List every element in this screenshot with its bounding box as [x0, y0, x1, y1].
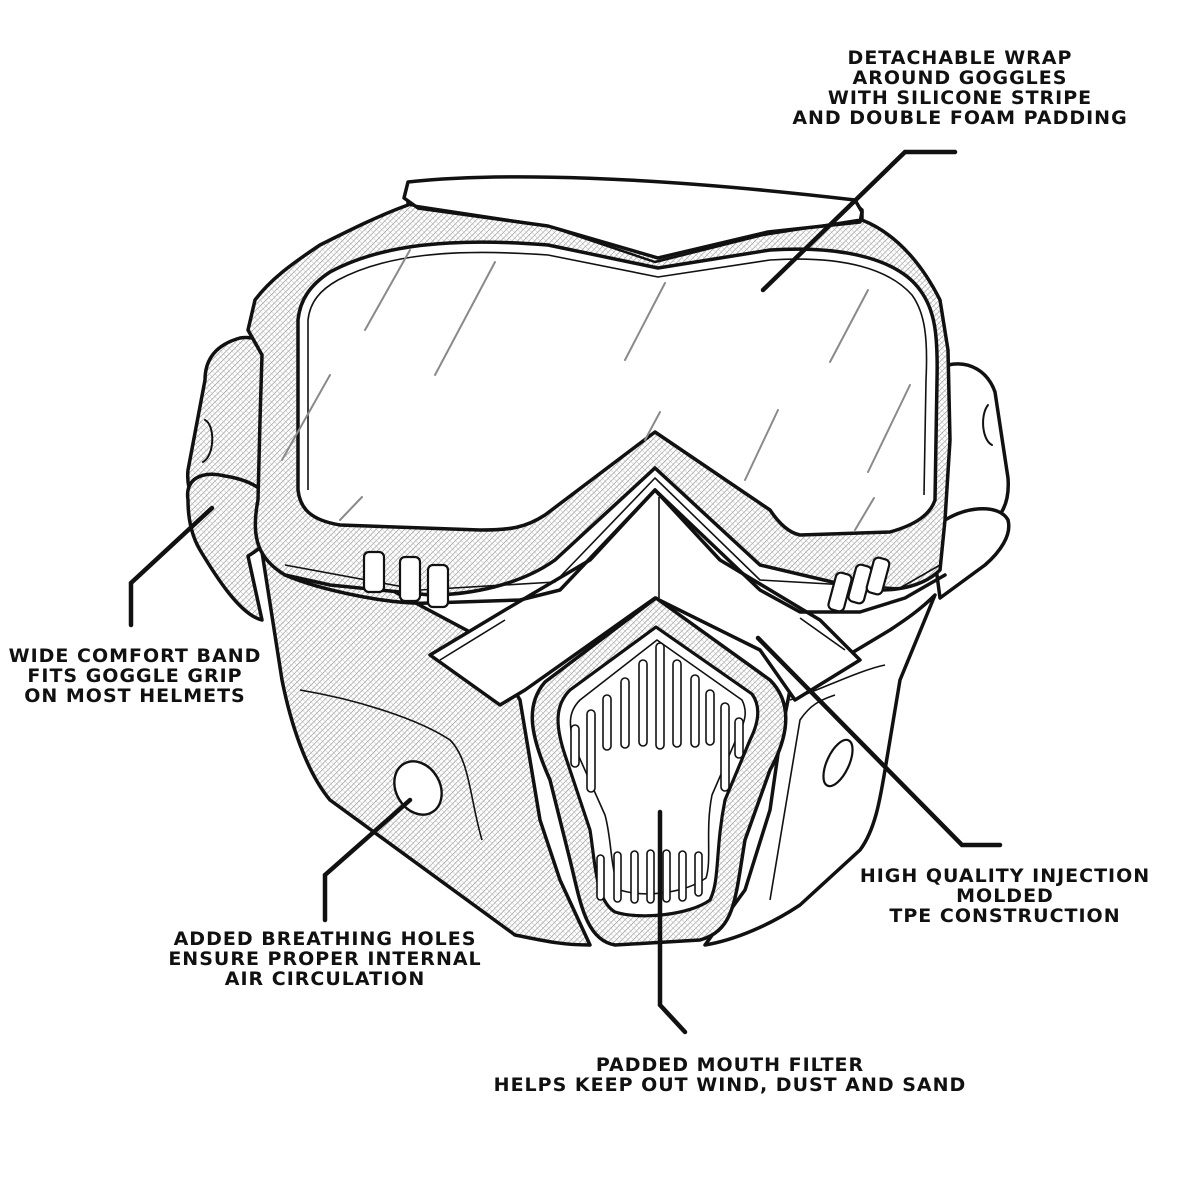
- callout-line: FITS GOGGLE GRIP: [27, 665, 243, 687]
- goggle-lens: [281, 240, 939, 537]
- right-vent-clips: [827, 556, 891, 613]
- callout-line: WITH SILICONE STRIPE: [827, 87, 1093, 109]
- leader-tpe-construction: [755, 635, 1003, 848]
- leader-mouth-filter: [657, 809, 688, 1035]
- callout-line: DETACHABLE WRAP: [847, 47, 1073, 69]
- callout-line: WIDE COMFORT BAND: [8, 645, 262, 667]
- callout-line: ENSURE PROPER INTERNAL: [168, 948, 482, 970]
- callout-line: HIGH QUALITY INJECTION: [859, 865, 1151, 887]
- callout-line: ADDED BREATHING HOLES: [173, 928, 477, 950]
- callout-line: HELPS KEEP OUT WIND, DUST AND SAND: [493, 1074, 967, 1096]
- callout-line: ON MOST HELMETS: [24, 685, 246, 707]
- callout-line: AROUND GOGGLES: [852, 67, 1068, 89]
- silicone-stripe: [402, 175, 864, 264]
- callout-line: TPE CONSTRUCTION: [889, 905, 1121, 927]
- upper-filter-vents: [570, 642, 744, 793]
- callout-tpe-construction: HIGH QUALITY INJECTION MOLDED TPE CONSTR…: [840, 866, 1170, 926]
- right-breathing-hole: [822, 738, 854, 788]
- callout-wrap-goggles: DETACHABLE WRAP AROUND GOGGLES WITH SILI…: [770, 48, 1150, 128]
- leader-comfort-band: [128, 505, 215, 628]
- callout-comfort-band: WIDE COMFORT BAND FITS GOGGLE GRIP ON MO…: [0, 646, 270, 706]
- leader-wrap-goggles: [760, 149, 958, 293]
- leader-breathing-holes: [322, 797, 413, 923]
- callout-line: AND DOUBLE FOAM PADDING: [792, 107, 1128, 129]
- callout-mouth-filter: PADDED MOUTH FILTER HELPS KEEP OUT WIND,…: [460, 1055, 1000, 1095]
- lens-glints: [281, 249, 911, 531]
- callout-line: PADDED MOUTH FILTER: [595, 1054, 865, 1076]
- callout-breathing-holes: ADDED BREATHING HOLES ENSURE PROPER INTE…: [150, 929, 500, 989]
- lower-filter-vents: [596, 849, 703, 904]
- leader-lines: [128, 149, 1003, 1035]
- mouth-filter: [530, 596, 788, 947]
- callout-line: AIR CIRCULATION: [224, 968, 426, 990]
- callout-line: MOLDED: [956, 885, 1054, 907]
- right-strap-mount: [933, 362, 1011, 600]
- left-vent-clips: [362, 550, 450, 609]
